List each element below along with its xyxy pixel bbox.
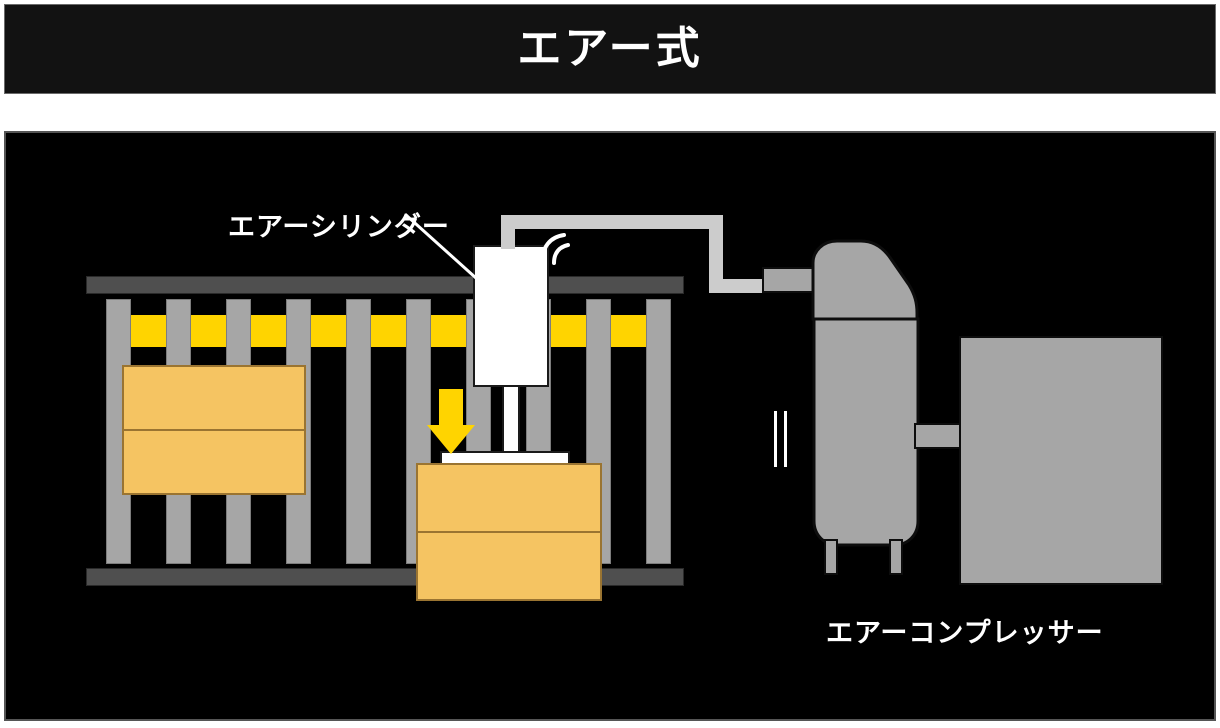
cylinder-rod <box>502 383 520 455</box>
air-hose-segment-vertical-down <box>709 215 723 293</box>
machine-cabinet <box>959 336 1163 585</box>
cylinder-label: エアーシリンダー <box>228 212 450 243</box>
product-box-pressed <box>416 463 602 601</box>
air-hose-segment-horizontal-top <box>501 215 723 229</box>
compressor-gauge-line <box>774 411 777 467</box>
air-hose-segment-horizontal-bottom <box>709 279 769 293</box>
product-box-left <box>122 365 306 495</box>
yellow-block <box>250 315 286 347</box>
conveyor-rail-top <box>86 276 684 294</box>
yellow-block <box>310 315 346 347</box>
down-arrow-icon <box>427 389 475 454</box>
compressor-leg <box>824 539 838 575</box>
box-divider <box>418 531 600 533</box>
yellow-block <box>430 315 466 347</box>
diagram-stage: エアーシリンダー エアーコンプレッサー <box>6 133 1214 719</box>
yellow-block <box>550 315 586 347</box>
compressor-outlet-connector <box>914 423 964 449</box>
box-divider <box>124 429 304 431</box>
compressor-tank <box>812 317 920 547</box>
compressor-motor-head <box>811 239 919 321</box>
yellow-block <box>130 315 166 347</box>
compressor-label: エアーコンプレッサー <box>826 618 1104 649</box>
page-title: エアー式 <box>517 23 703 74</box>
yellow-block <box>190 315 226 347</box>
header-bar: エアー式 <box>4 4 1216 94</box>
compressor-inlet-nozzle <box>762 267 814 293</box>
yellow-block <box>610 315 646 347</box>
compressor-gauge-line <box>784 411 787 467</box>
yellow-block <box>370 315 406 347</box>
conveyor-post <box>646 299 671 564</box>
conveyor-post <box>346 299 371 564</box>
air-flow-arcs-icon <box>540 233 570 265</box>
diagram-panel: エアーシリンダー エアーコンプレッサー <box>4 131 1216 721</box>
compressor-leg <box>889 539 903 575</box>
